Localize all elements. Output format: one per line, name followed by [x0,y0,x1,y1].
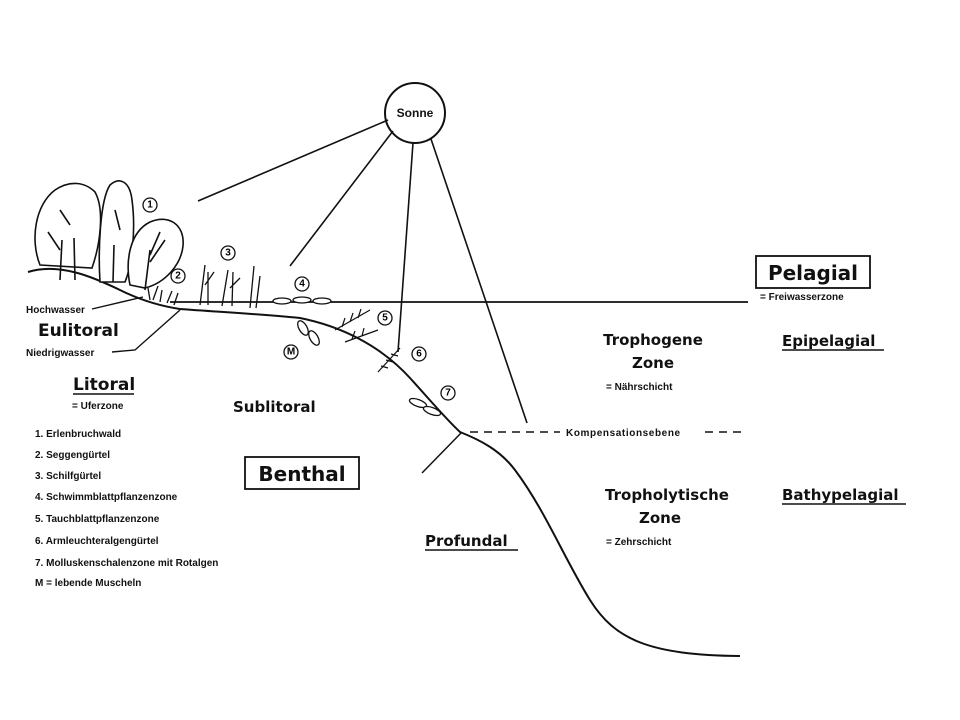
mussels [297,320,320,346]
benthal-label: Benthal [258,462,345,486]
marker-3: 3 [220,245,236,261]
lake-bottom-profile [27,267,741,657]
uferzone-label: = Uferzone [72,401,124,412]
legend: 1. Erlenbruchwald 2. Seggengürtel 3. Sch… [35,429,218,589]
mollusc-shells [408,397,442,417]
svg-text:3: 3 [225,248,231,259]
svg-text:M: M [287,347,295,358]
sun-ray-3 [397,142,414,353]
legend-item-7: 7. Molluskenschalenzone mit Rotalgen [35,558,218,569]
svg-text:1: 1 [147,200,153,211]
freiwasserzone-label: = Freiwasserzone [760,292,844,303]
bathypelagial-label: Bathypelagial [782,486,899,504]
benthal-pointer [421,431,463,474]
marker-4: 4 [294,276,310,292]
legend-item-3: 3. Schilfgürtel [35,471,101,482]
litoral-label: Litoral [73,375,135,395]
benthal-label-box: Benthal [244,456,360,490]
trees-illustration [34,180,184,291]
sublitoral-label: Sublitoral [233,398,316,416]
legend-item-6: 6. Armleuchteralgengürtel [35,536,159,547]
svg-text:4: 4 [299,279,305,290]
legend-item-4: 4. Schwimmblattpflanzenzone [35,492,178,503]
marker-6: 6 [411,346,427,362]
sun-ray-4 [430,138,528,424]
niedrigwasser-label: Niedrigwasser [26,348,94,359]
legend-item-m: M = lebende Muscheln [35,578,141,589]
svg-text:2: 2 [175,271,181,282]
sun-rays [197,119,528,424]
sun-ray-2 [289,130,394,267]
reed-plants [199,264,261,309]
tropholytische-zone-label: Zone [639,509,681,527]
profundal-label: Profundal [425,532,508,550]
trophogene-label: Trophogene [603,331,703,349]
marker-2: 2 [170,268,186,284]
svg-text:7: 7 [445,388,451,399]
marker-1: 1 [142,197,158,213]
legend-item-2: 2. Seggengürtel [35,450,110,461]
naehrschicht-label: = Nährschicht [606,382,673,393]
submerged-plants [334,308,379,343]
legend-item-1: 1. Erlenbruchwald [35,429,121,440]
legend-item-5: 5. Tauchblattpflanzenzone [35,514,160,525]
zone-markers: 1 2 3 4 5 6 7 M [142,197,456,401]
sun-label: Sonne [397,106,434,120]
sedge-plants [147,285,179,306]
marker-5: 5 [377,310,393,326]
marker-m: M [283,344,299,360]
tropholytische-label: Tropholytische [605,486,729,504]
sun: Sonne [384,82,446,144]
hochwasser-pointer [91,296,144,310]
sun-ray-1 [197,119,389,202]
svg-text:6: 6 [416,349,422,360]
hochwasser-label: Hochwasser [26,305,85,316]
pelagial-label-box: Pelagial [755,255,871,289]
svg-text:5: 5 [382,313,388,324]
stonewort-plants [377,347,401,373]
eulitoral-label: Eulitoral [38,321,119,341]
marker-7: 7 [440,385,456,401]
pelagial-label: Pelagial [768,261,858,285]
floating-leaves [272,296,332,305]
epipelagial-label: Epipelagial [782,332,875,350]
kompensationsebene-label: Kompensationsebene [566,428,681,439]
trophogene-zone-label: Zone [632,354,674,372]
zehrschicht-label: = Zehrschicht [606,537,672,548]
niedrigwasser-pointer [111,309,181,353]
